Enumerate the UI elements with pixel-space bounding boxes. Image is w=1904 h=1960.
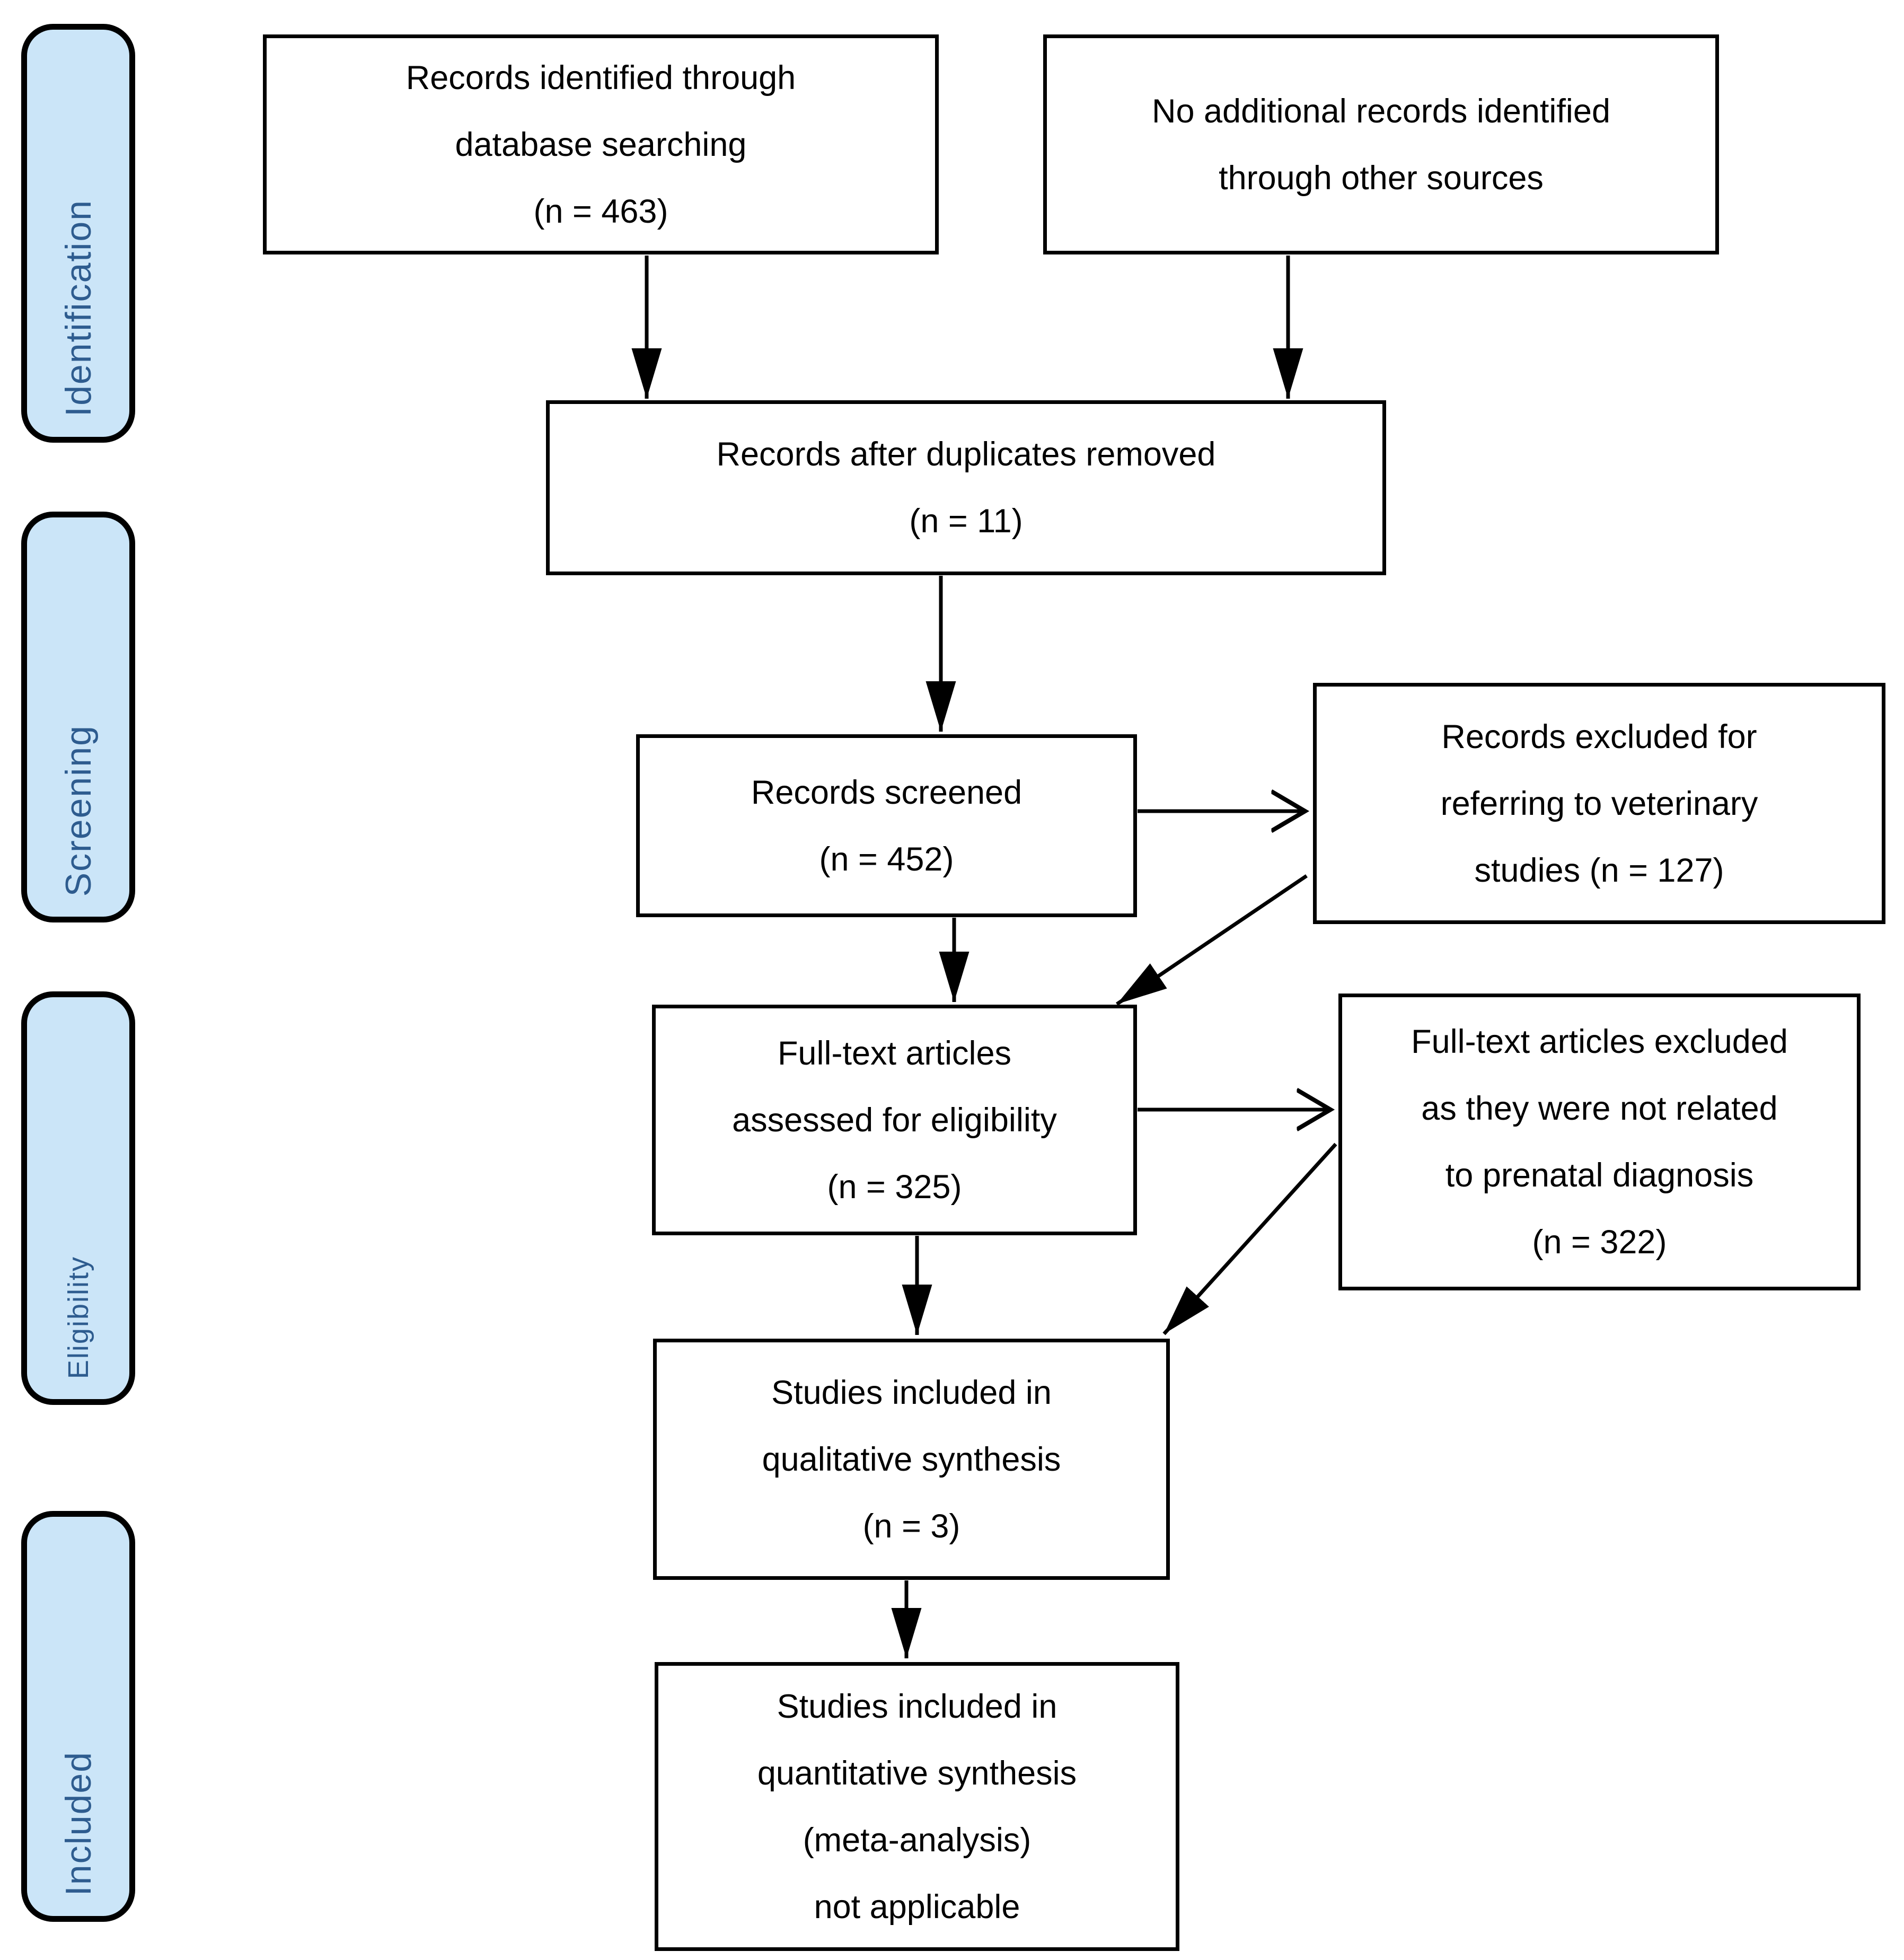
box-line: assessed for eligibility xyxy=(732,1101,1057,1139)
box-fulltext-assessed: Full-text articles assessed for eligibil… xyxy=(652,1005,1137,1235)
box-records-screened: Records screened (n = 452) xyxy=(636,734,1137,917)
stage-identification: Identification xyxy=(21,24,135,443)
stage-included-label: Included xyxy=(58,1751,99,1896)
arrow-fulltext-excluded-to-qualitative xyxy=(1162,1142,1337,1335)
box-no-additional-records: No additional records identified through… xyxy=(1043,34,1719,254)
box-line: Records excluded for xyxy=(1441,718,1757,755)
box-line: (n = 3) xyxy=(862,1507,960,1545)
stage-screening: Screening xyxy=(21,512,135,922)
box-line: database searching xyxy=(455,126,747,163)
box-quantitative-synthesis: Studies included in quantitative synthes… xyxy=(655,1662,1179,1951)
box-line: Records after duplicates removed xyxy=(716,436,1216,473)
box-records-identified: Records identified through database sear… xyxy=(263,34,939,254)
box-line: not applicable xyxy=(814,1888,1020,1926)
stage-eligibility: Eligibility xyxy=(21,991,135,1405)
stage-identification-label: Identification xyxy=(58,199,99,417)
box-fulltext-excluded: Full-text articles excluded as they were… xyxy=(1338,994,1861,1290)
stage-eligibility-label: Eligibility xyxy=(62,1255,94,1379)
box-line: qualitative synthesis xyxy=(762,1440,1061,1478)
box-line: Studies included in xyxy=(777,1687,1057,1725)
box-line: (n = 322) xyxy=(1532,1224,1667,1261)
box-line: (n = 325) xyxy=(827,1168,962,1206)
box-after-duplicates: Records after duplicates removed (n = 11… xyxy=(546,400,1386,575)
box-qualitative-synthesis: Studies included in qualitative synthesi… xyxy=(653,1339,1170,1580)
box-line: Records screened xyxy=(751,774,1022,811)
box-line: No additional records identified xyxy=(1151,92,1611,130)
box-line: through other sources xyxy=(1219,159,1544,197)
box-line: referring to veterinary xyxy=(1440,785,1758,822)
stage-included: Included xyxy=(21,1511,135,1922)
box-line: quantitative synthesis xyxy=(757,1754,1077,1792)
box-line: as they were not related xyxy=(1421,1090,1778,1127)
box-line: studies (n = 127) xyxy=(1474,851,1724,889)
box-line: Studies included in xyxy=(771,1374,1052,1411)
box-line: to prenatal diagnosis xyxy=(1445,1157,1754,1194)
arrow-excluded-to-fulltext xyxy=(1116,874,1308,1006)
box-line: Full-text articles excluded xyxy=(1411,1023,1788,1060)
box-line: Records identified through xyxy=(406,59,796,96)
box-line: (n = 463) xyxy=(533,192,668,230)
box-line: (meta-analysis) xyxy=(803,1821,1032,1859)
box-records-excluded: Records excluded for referring to veteri… xyxy=(1313,683,1885,924)
box-line: (n = 452) xyxy=(819,840,954,878)
box-line: Full-text articles xyxy=(777,1034,1012,1072)
box-line: (n = 11) xyxy=(909,503,1023,540)
stage-screening-label: Screening xyxy=(58,724,99,896)
